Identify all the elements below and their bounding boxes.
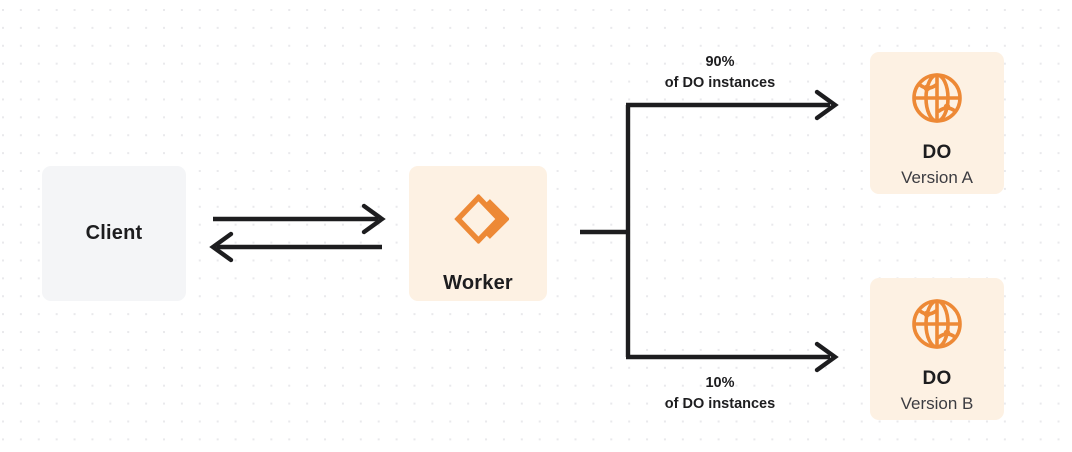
connector-worker-branch	[580, 105, 631, 357]
node-client-title: Client	[85, 222, 143, 244]
edge-label-do-b-text: of DO instances	[664, 395, 776, 412]
arrow-worker-to-client	[209, 231, 382, 263]
cloudflare-workers-icon	[447, 188, 509, 250]
node-do-version-a[interactable]: DO Version A	[870, 52, 1004, 194]
arrow-client-to-worker	[213, 203, 386, 235]
node-do-a-title: DO	[922, 142, 952, 163]
edge-label-do-a: 90% of DO instances	[612, 52, 828, 93]
node-do-version-b[interactable]: DO Version B	[870, 278, 1004, 420]
edge-label-do-a-percent: 90%	[705, 54, 735, 70]
edge-label-do-a-text: of DO instances	[664, 74, 776, 91]
node-worker[interactable]: Worker	[409, 166, 547, 301]
node-worker-title: Worker	[443, 272, 513, 294]
globe-icon	[909, 296, 965, 352]
node-do-b-subtitle: Version B	[900, 394, 974, 413]
arrow-worker-to-do-b	[626, 341, 839, 373]
node-do-a-subtitle: Version A	[901, 168, 973, 187]
node-client[interactable]: Client	[42, 166, 186, 301]
arrow-worker-to-do-a	[626, 89, 839, 121]
globe-icon	[909, 70, 965, 126]
edge-label-do-b-percent: 10%	[705, 375, 735, 391]
node-do-b-title: DO	[922, 368, 952, 389]
edge-label-do-b: 10% of DO instances	[612, 373, 828, 414]
